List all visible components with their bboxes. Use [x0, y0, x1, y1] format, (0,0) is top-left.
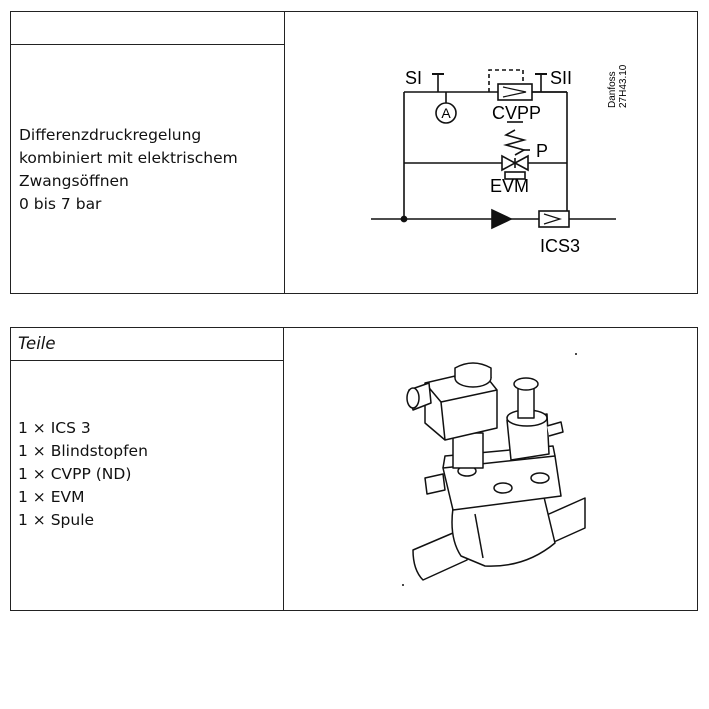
description-line: Differenzdruckregelung	[19, 126, 202, 144]
bolt	[493, 482, 513, 494]
function-description: Differenzdruckregelung kombiniert mit el…	[19, 124, 238, 216]
drawing-code-brand: Danfoss	[607, 71, 618, 108]
port-sii-label: SII	[550, 68, 572, 88]
valve-assembly-illustration	[402, 353, 586, 586]
evm-stem	[452, 432, 484, 469]
description-line: Zwangsöffnen	[19, 172, 129, 190]
pressure-p-label: P	[536, 141, 548, 161]
pressure-range: 0 bis 7 bar	[19, 195, 102, 213]
drawing-code-number: 27H43.10	[618, 64, 629, 108]
flow-direction-arrow	[491, 208, 513, 230]
gauge-a-symbol	[435, 102, 457, 124]
table-header-line	[11, 360, 284, 361]
valve-function-table: Differenzdruckregelung kombiniert mit el…	[10, 11, 698, 294]
parts-table: Teile 1 × ICS 3 1 × Blindstopfen 1 × CVP…	[10, 327, 698, 611]
table-divider	[284, 12, 285, 293]
ics3-valve-symbol	[538, 210, 570, 228]
evm-valve-symbol	[501, 154, 517, 172]
cvpp-adjuster	[517, 385, 535, 419]
spring-symbol	[503, 129, 527, 156]
drawing-code: Danfoss 27H43.10	[607, 64, 629, 108]
parts-list-item: 1 × Blindstopfen	[18, 442, 148, 460]
table-header-line	[11, 44, 285, 45]
evm-label: EVM	[490, 176, 529, 196]
port-si-label: SI	[405, 68, 422, 88]
valve-body	[451, 492, 556, 567]
blind-plug	[424, 473, 446, 495]
parts-list-item: 1 × Spule	[18, 511, 95, 529]
parts-list-item: 1 × ICS 3	[18, 419, 91, 437]
parts-list-item: 1 × CVPP (ND)	[18, 465, 132, 483]
cvpp-valve-symbol	[497, 83, 533, 101]
parts-list: 1 × ICS 3 1 × Blindstopfen 1 × CVPP (ND)…	[18, 417, 148, 532]
cvpp-label: CVPP	[492, 103, 541, 123]
gauge-a-label: A	[441, 105, 451, 121]
description-line: kombiniert mit elektrischem	[19, 149, 238, 167]
parts-header: Teile	[18, 334, 56, 353]
valve-schematic: SI SII A CVPP P EVM ICS3 Danfoss 27H43.1…	[371, 64, 629, 256]
table-divider	[283, 328, 284, 610]
side-fitting	[546, 421, 564, 437]
bolt	[530, 472, 550, 484]
parts-list-item: 1 × EVM	[18, 488, 85, 506]
ics3-label: ICS3	[540, 236, 580, 256]
